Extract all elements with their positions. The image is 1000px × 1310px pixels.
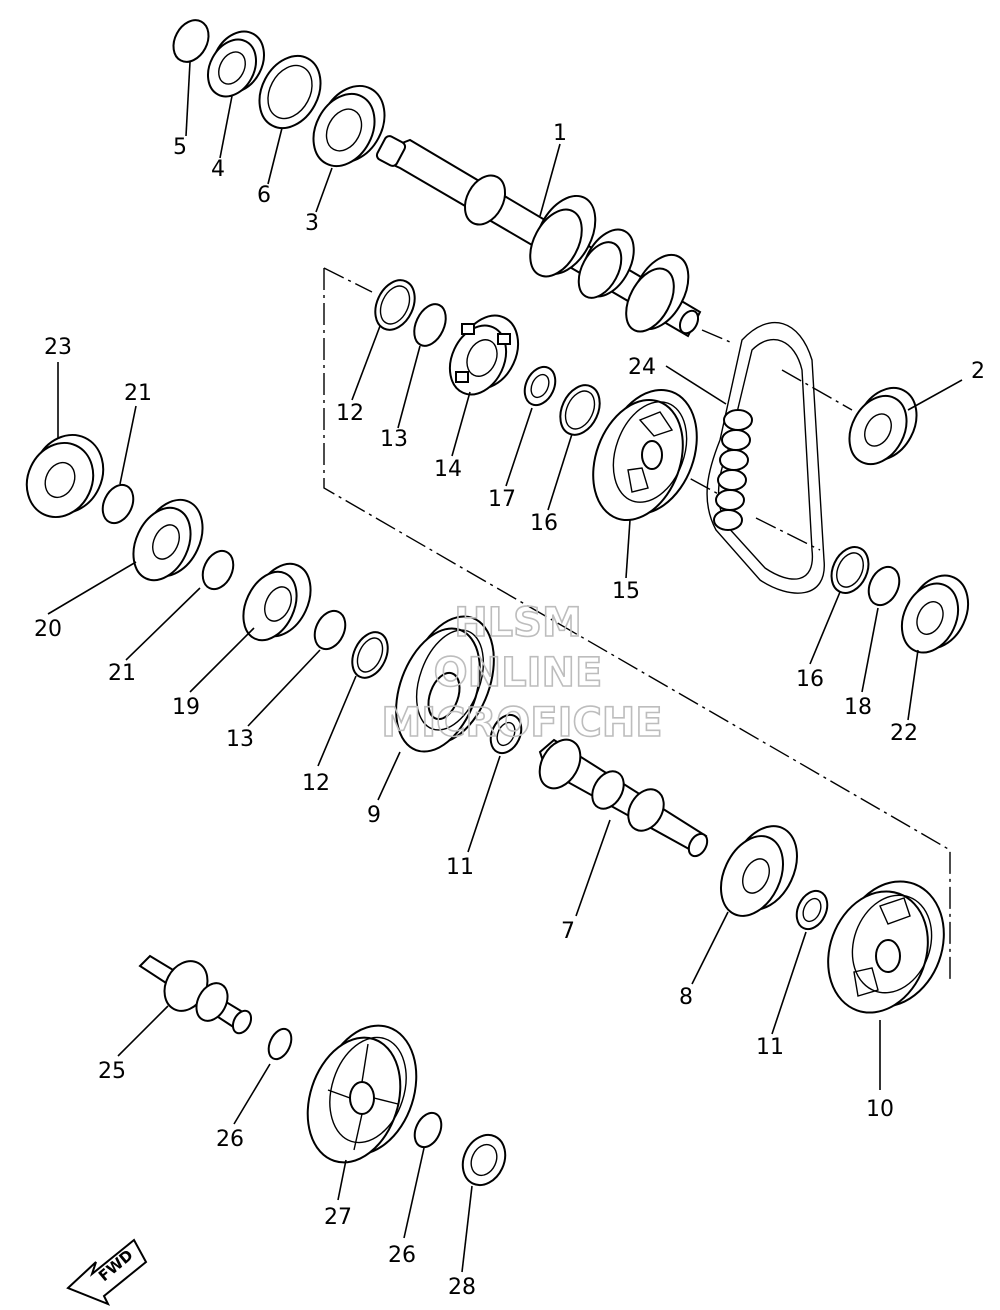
label-part-21-lower[interactable]: 21 <box>108 661 136 686</box>
label-part-2[interactable]: 2 <box>971 359 985 384</box>
shaft-25[interactable] <box>138 954 255 1037</box>
circlip-18[interactable] <box>863 562 905 610</box>
label-part-9[interactable]: 9 <box>367 803 381 828</box>
bearing-23[interactable] <box>15 423 116 528</box>
label-part-27[interactable]: 27 <box>324 1205 352 1230</box>
label-part-26-lower[interactable]: 26 <box>388 1243 416 1268</box>
label-part-11-upper[interactable]: 11 <box>446 855 474 880</box>
bearing-2[interactable] <box>838 377 928 474</box>
label-part-6[interactable]: 6 <box>257 183 271 208</box>
bearing-4[interactable] <box>198 22 274 104</box>
label-part-16-upper[interactable]: 16 <box>530 511 558 536</box>
gear-10[interactable] <box>812 867 961 1027</box>
chain-links <box>713 409 753 531</box>
part-labels: 1 2 3 4 5 6 7 8 9 10 11 11 12 12 13 13 1… <box>34 121 985 1300</box>
needle-bearing-11-lower[interactable] <box>791 886 833 934</box>
label-part-8[interactable]: 8 <box>679 985 693 1010</box>
label-part-18[interactable]: 18 <box>844 695 872 720</box>
label-part-13-lower[interactable]: 13 <box>226 727 254 752</box>
watermark-line-1: HLSM <box>454 600 582 646</box>
needle-bearing-17[interactable] <box>519 362 561 410</box>
label-part-20[interactable]: 20 <box>34 617 62 642</box>
needle-bearing-28[interactable] <box>455 1128 513 1192</box>
label-part-21-upper[interactable]: 21 <box>124 381 152 406</box>
washer-16-upper[interactable] <box>553 379 608 441</box>
label-part-25[interactable]: 25 <box>98 1059 126 1084</box>
watermark: HLSM ONLINE MICROFICHE <box>381 599 664 747</box>
washer-16-lower[interactable] <box>824 541 875 599</box>
label-part-14[interactable]: 14 <box>434 457 462 482</box>
label-part-24[interactable]: 24 <box>628 355 656 380</box>
label-part-15[interactable]: 15 <box>612 579 640 604</box>
shift-cam-20[interactable] <box>122 490 214 590</box>
label-part-17[interactable]: 17 <box>488 487 516 512</box>
circlip-26-upper[interactable] <box>264 1025 296 1062</box>
clutch-19[interactable] <box>233 555 322 649</box>
bearing-8[interactable] <box>709 815 810 925</box>
label-part-13-upper[interactable]: 13 <box>380 427 408 452</box>
label-part-3[interactable]: 3 <box>305 211 319 236</box>
label-part-10[interactable]: 10 <box>866 1097 894 1122</box>
shaft-7[interactable] <box>531 732 711 859</box>
label-part-22[interactable]: 22 <box>890 721 918 746</box>
fwd-arrow-badge: FWD <box>66 1238 148 1306</box>
gear-9[interactable] <box>380 604 510 763</box>
circlip-21-upper[interactable] <box>97 480 139 528</box>
circlip-13-lower[interactable] <box>309 606 351 654</box>
label-part-16-lower[interactable]: 16 <box>796 667 824 692</box>
label-part-19[interactable]: 19 <box>172 695 200 720</box>
main-shaft[interactable] <box>375 134 702 339</box>
needle-bearing-11-upper[interactable] <box>485 710 527 758</box>
bearing-22[interactable] <box>891 566 979 662</box>
circlip-26-lower[interactable] <box>410 1109 447 1152</box>
bearing-3[interactable] <box>301 75 397 177</box>
label-part-11-lower[interactable]: 11 <box>756 1035 784 1060</box>
label-part-12-upper[interactable]: 12 <box>336 401 364 426</box>
o-ring[interactable] <box>167 14 216 68</box>
oil-seal-6[interactable] <box>247 45 332 138</box>
label-part-7[interactable]: 7 <box>561 919 575 944</box>
gear-27[interactable] <box>292 1013 432 1174</box>
leader-lines <box>47 61 963 1273</box>
washer-12-upper[interactable] <box>368 274 423 336</box>
label-part-1[interactable]: 1 <box>553 121 567 146</box>
label-part-23[interactable]: 23 <box>44 335 72 360</box>
label-part-4[interactable]: 4 <box>211 157 225 182</box>
drive-chain[interactable] <box>706 321 825 594</box>
label-part-28[interactable]: 28 <box>448 1275 476 1300</box>
watermark-line-3: MICROFICHE <box>381 700 662 746</box>
circlip-13-upper[interactable] <box>408 299 452 351</box>
label-part-26-upper[interactable]: 26 <box>216 1127 244 1152</box>
label-part-12-lower[interactable]: 12 <box>302 771 330 796</box>
washer-12-lower[interactable] <box>345 626 394 683</box>
dog-clutch-14[interactable] <box>439 306 529 404</box>
label-part-5[interactable]: 5 <box>173 135 187 160</box>
watermark-line-2: ONLINE <box>434 650 603 696</box>
sprocket-15[interactable] <box>577 377 713 533</box>
circlip-21-lower[interactable] <box>197 546 239 594</box>
